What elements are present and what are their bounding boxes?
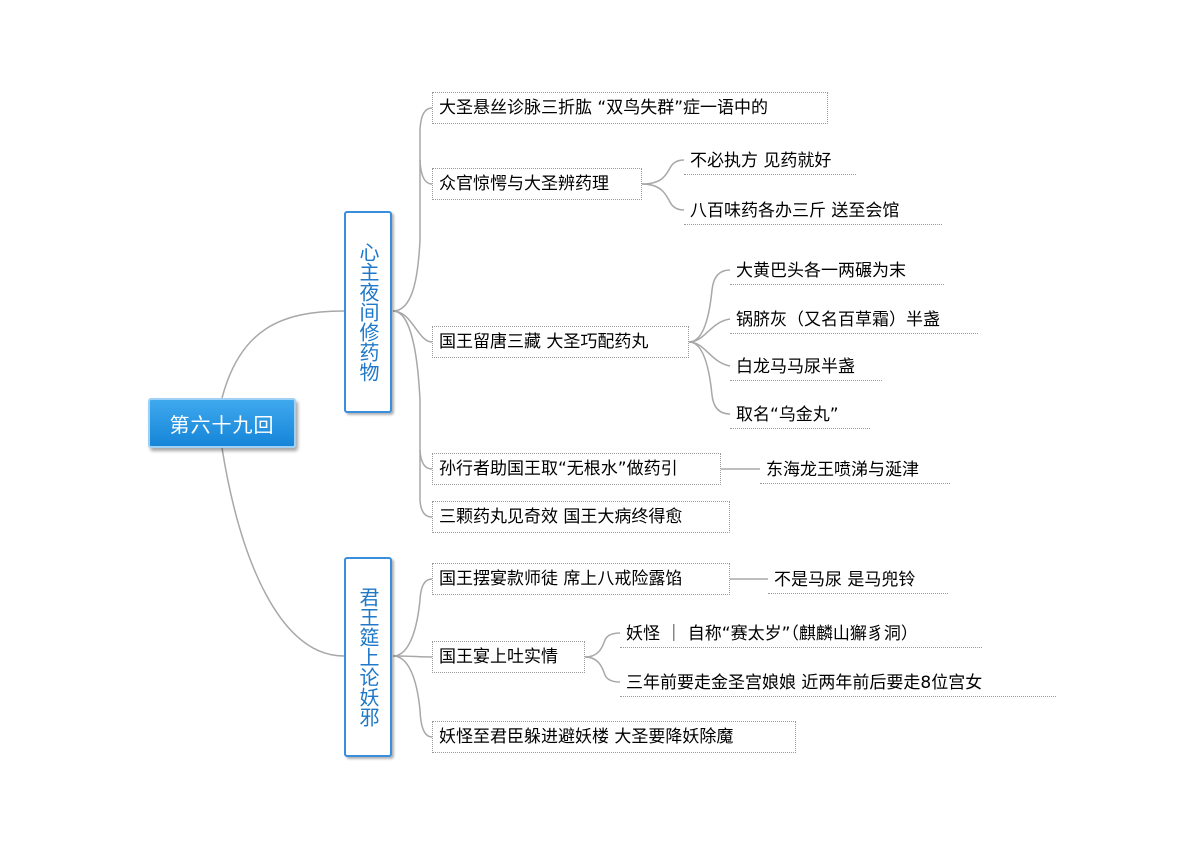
subtopic-1-3-2[interactable]: 锅脐灰（又名百草霜）半盏 [730,308,978,334]
topic-1-3[interactable]: 国王留唐三藏 大圣巧配药丸 [432,326,689,358]
branch-2-label: 君王筵上论妖邪 [356,587,380,727]
topic-label: 孙行者助国王取“无根水”做药引 [439,459,678,479]
subtopic-2-2-2[interactable]: 三年前要走金圣宫娘娘 近两年前后要走8位宫女 [620,671,1056,697]
topic-label: 国王摆宴款师徒 席上八戒险露馅 [439,569,683,589]
topic-1-4[interactable]: 孙行者助国王取“无根水”做药引 [432,453,721,485]
topic-label: 众官惊愕与大圣辨药理 [439,174,609,194]
subtopic-label: 三年前要走金圣宫娘娘 近两年前后要走8位宫女 [626,673,983,693]
subtopic-2-1-1[interactable]: 不是马尿 是马兜铃 [768,568,948,594]
topic-label: 妖怪至君臣躲进避妖楼 大圣要降妖除魔 [439,727,734,747]
subtopic-1-3-1[interactable]: 大黄巴头各一两碾为末 [730,259,944,285]
subtopic-label: 取名“乌金丸” [736,405,839,425]
topic-label: 国王留唐三藏 大圣巧配药丸 [439,332,649,352]
subtopic-label: 白龙马马尿半盏 [736,357,855,377]
subtopic-label: 不必执方 见药就好 [690,151,832,171]
topic-label: 大圣悬丝诊脉三折肱 “双鸟失群”症一语中的 [439,98,769,118]
subtopic-1-2-1[interactable]: 不必执方 见药就好 [684,149,856,175]
subtopic-2-2-1[interactable]: 妖怪 ｜ 自称“赛太岁”（麒麟山獬豸洞） [620,622,982,648]
central-topic[interactable]: 第六十九回 [148,398,296,448]
topic-1-2[interactable]: 众官惊愕与大圣辨药理 [432,168,642,200]
topic-2-2[interactable]: 国王宴上吐实情 [432,641,585,673]
subtopic-1-4-1[interactable]: 东海龙王喷涕与涎津 [760,458,950,484]
topic-label: 三颗药丸见奇效 国王大病终得愈 [439,507,683,527]
subtopic-label: 妖怪 ｜ 自称“赛太岁”（麒麟山獬豸洞） [626,624,918,644]
branch-2[interactable]: 君王筵上论妖邪 [344,557,392,757]
topic-1-5[interactable]: 三颗药丸见奇效 国王大病终得愈 [432,501,730,533]
subtopic-label: 大黄巴头各一两碾为末 [736,261,906,281]
branch-1-label: 心主夜间修药物 [356,242,380,382]
topic-2-3[interactable]: 妖怪至君臣躲进避妖楼 大圣要降妖除魔 [432,721,796,753]
subtopic-label: 锅脐灰（又名百草霜）半盏 [736,310,940,330]
topic-2-1[interactable]: 国王摆宴款师徒 席上八戒险露馅 [432,563,730,595]
subtopic-label: 不是马尿 是马兜铃 [774,570,916,590]
branch-1[interactable]: 心主夜间修药物 [344,211,392,413]
subtopic-1-3-3[interactable]: 白龙马马尿半盏 [730,355,882,381]
subtopic-1-3-4[interactable]: 取名“乌金丸” [730,403,870,429]
central-topic-label: 第六十九回 [169,412,275,437]
subtopic-label: 八百味药各办三斤 送至会馆 [690,201,900,221]
subtopic-1-2-2[interactable]: 八百味药各办三斤 送至会馆 [684,199,942,225]
topic-1-1[interactable]: 大圣悬丝诊脉三折肱 “双鸟失群”症一语中的 [432,92,828,124]
subtopic-label: 东海龙王喷涕与涎津 [766,460,919,480]
topic-label: 国王宴上吐实情 [439,647,558,667]
